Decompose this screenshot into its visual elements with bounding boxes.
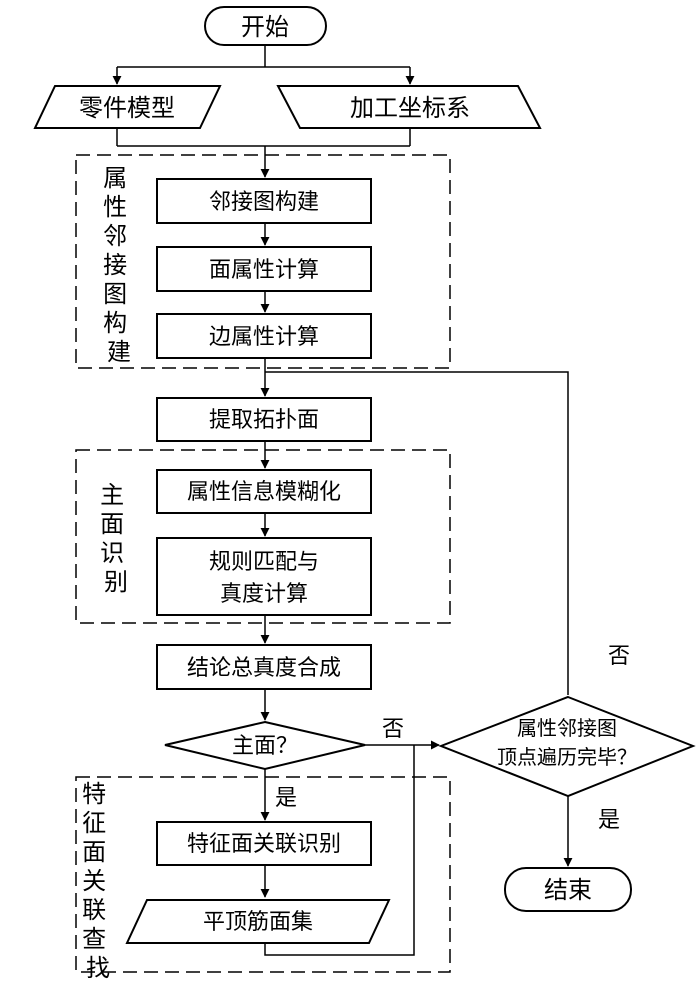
start-terminator (204, 6, 327, 46)
feature-face-assoc-label: 特征面关联识别 (187, 832, 341, 857)
truth-synthesis-box (156, 644, 372, 690)
rule-match-label-line1: 规则匹配与 (209, 550, 319, 575)
truth-synthesis-label: 结论总真度合成 (187, 656, 341, 681)
group1-title: 属 性 邻 接 图 构 建 (103, 164, 135, 366)
face-attr-calc-box (156, 246, 372, 292)
attr-fuzzify-label: 属性信息模糊化 (187, 480, 341, 505)
flat-top-rib-set-output (125, 899, 391, 944)
part-model-label: 零件模型 (79, 94, 175, 122)
end-label: 结束 (544, 876, 592, 904)
flat-top-rib-set-label: 平顶筋面集 (203, 910, 313, 935)
connectors (112, 45, 573, 956)
start-label: 开始 (241, 13, 289, 41)
adj-graph-build-box (156, 178, 372, 224)
traverse-decision-label-line2: 顶点遍历完毕？ (497, 745, 637, 769)
group-feature-face-association (75, 776, 451, 973)
yes-label-main: 是 (275, 786, 297, 811)
traverse-decision-label-line1: 属性邻接图 (517, 716, 617, 740)
extract-topo-face-box (156, 397, 372, 442)
feature-face-assoc-box (156, 821, 372, 866)
rule-match-box (156, 537, 372, 616)
face-attr-calc-label: 面属性计算 (209, 258, 319, 283)
main-face-decision (164, 720, 366, 771)
edge-attr-calc-box (156, 313, 372, 359)
extract-topo-face-label: 提取拓扑面 (209, 408, 319, 433)
main-face-decision-label: 主面？ (232, 734, 298, 759)
coord-system-input (276, 85, 542, 129)
rule-match-label-line2: 真度计算 (220, 582, 308, 607)
attr-fuzzify-box (156, 469, 372, 514)
coord-system-label: 加工坐标系 (350, 94, 470, 122)
group2-title: 主 面 识 别 (100, 481, 132, 596)
no-label-traverse: 否 (608, 644, 630, 669)
group3-title: 特 征 面 关 联 查 找 (82, 780, 114, 982)
traverse-decision (438, 695, 696, 798)
part-model-input (33, 85, 222, 129)
yes-label-traverse: 是 (598, 808, 620, 833)
no-label-main: 否 (382, 717, 404, 742)
end-terminator (504, 867, 632, 912)
adj-graph-build-label: 邻接图构建 (209, 190, 319, 215)
edge-attr-calc-label: 边属性计算 (209, 325, 319, 350)
